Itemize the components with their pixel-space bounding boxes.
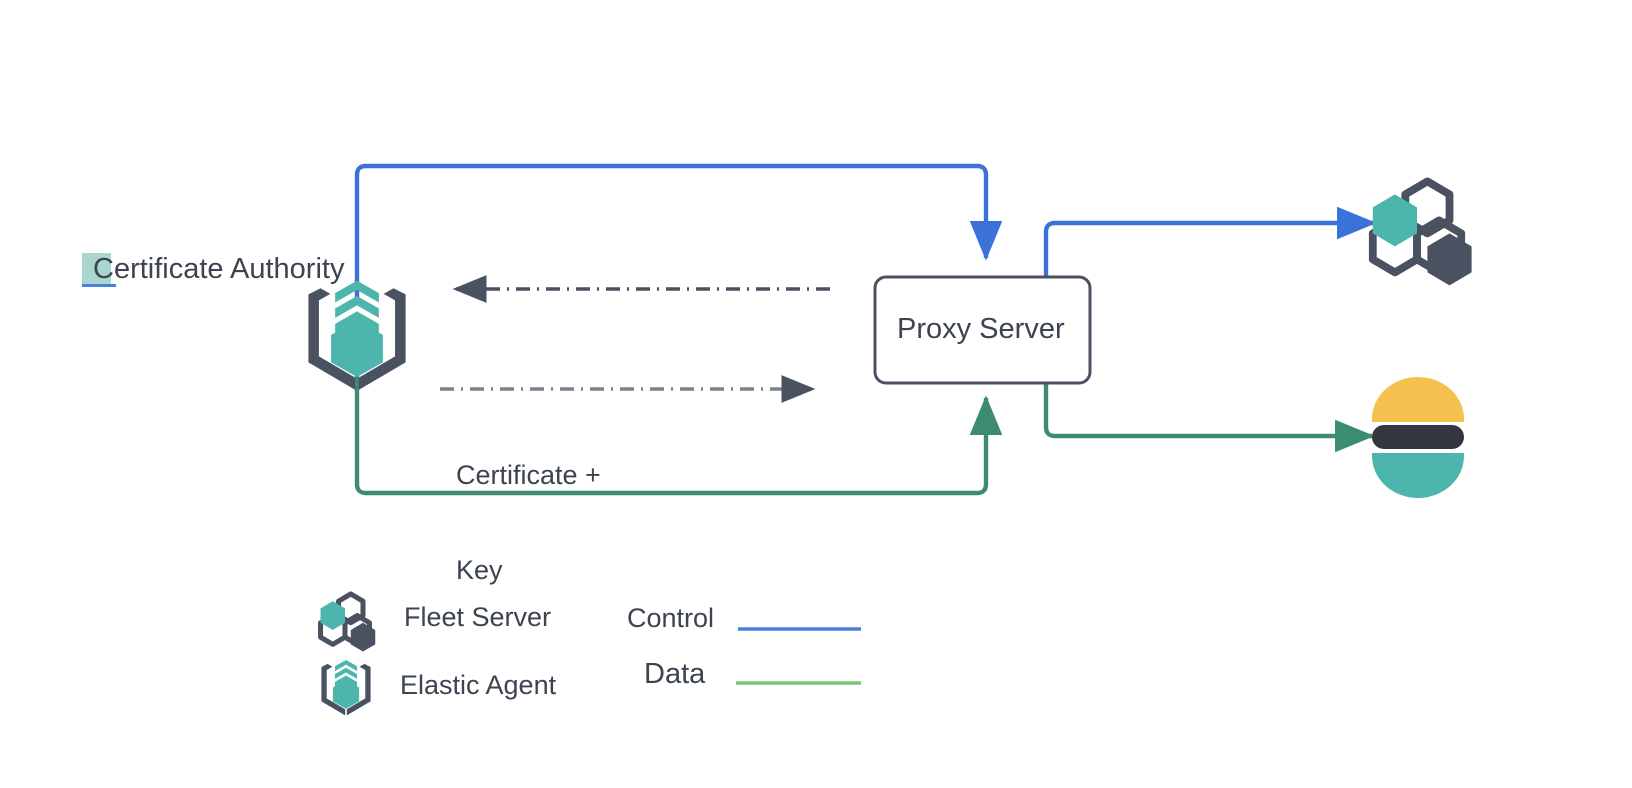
legend-item-label-fleet-server: Fleet Server [404, 602, 552, 632]
legend-line-label-data: Data [644, 658, 706, 690]
elasticsearch-logo [1372, 377, 1464, 498]
edge-control-agent-to-proxy [354, 163, 1003, 300]
fleet-server-icon [1368, 177, 1472, 286]
node-fleet-server-icon [1368, 177, 1472, 286]
legend-elastic-agent-icon [321, 659, 371, 716]
elastic-agent-icon [308, 280, 406, 390]
legend-fleet-server-icon [318, 591, 376, 652]
text-caret-underline [82, 284, 116, 287]
node-elasticsearch-logo [1372, 377, 1464, 498]
certificate-authority-label: Certificate Authority [93, 253, 345, 285]
proxy-server-label: Proxy Server [897, 313, 1065, 345]
edge-data-agent-to-proxy [354, 372, 1003, 496]
legend-line-label-control: Control [627, 603, 715, 633]
certificate-key-edge-label: Certificate + Key [456, 396, 601, 619]
certificate-key-line2: Key [456, 555, 503, 586]
edge-data-proxy-to-elasticsearch [1043, 383, 1375, 453]
node-certificate-authority-icon [308, 280, 406, 390]
certificate-key-line1: Certificate + [456, 459, 601, 490]
edge-control-proxy-to-fleet [1043, 206, 1377, 277]
node-proxy-server[interactable] [873, 275, 1092, 385]
legend-item-label-elastic-agent: Elastic Agent [400, 670, 557, 700]
elastic-agent-icon [321, 659, 371, 716]
text-caret-highlight [82, 253, 111, 284]
fleet-server-icon [318, 591, 376, 652]
